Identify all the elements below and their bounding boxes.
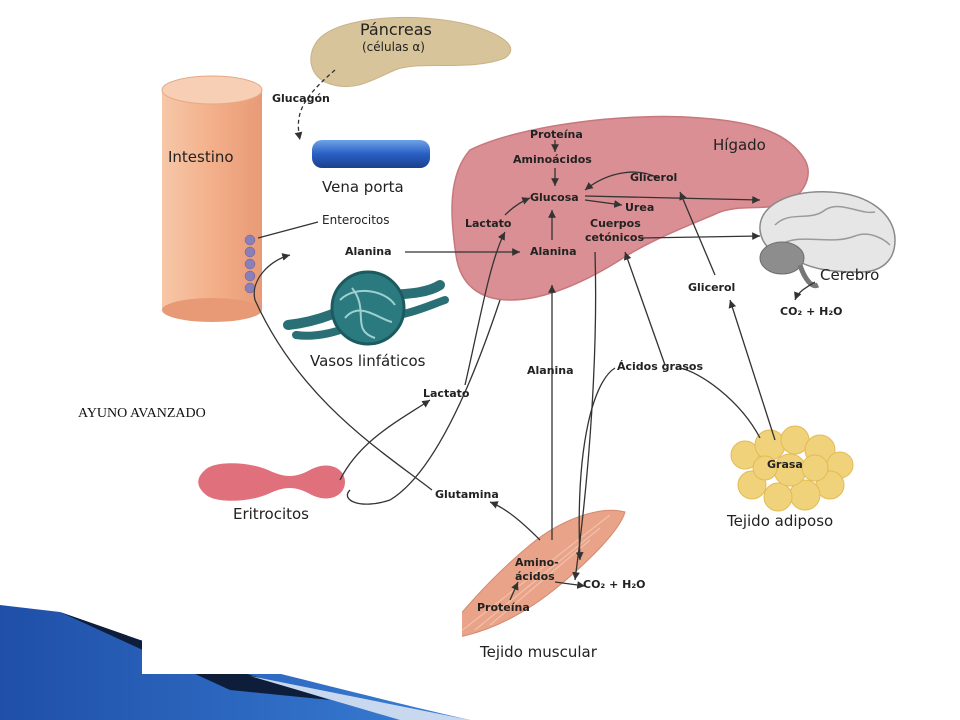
co2-muscle-label: CO₂ + H₂O	[583, 578, 646, 591]
amino-muscle-label-1: Amino-	[515, 556, 559, 569]
arrow-ketone-muscle	[572, 251, 597, 581]
protein-liver-label: Proteína	[530, 128, 583, 141]
arrow-fa-muscle	[575, 367, 616, 561]
arrow-glycerol-glucose	[584, 171, 659, 191]
ketone-label-1: Cuerpos	[590, 217, 641, 230]
pancreas-shape	[310, 16, 512, 88]
arrow-glucose-urea	[584, 199, 623, 208]
adipose-label: Tejido adiposo	[727, 512, 834, 530]
enterocytes-label: Enterocitos	[322, 213, 390, 227]
arrow-ery-loop	[346, 299, 501, 505]
slide-title: AYUNO AVANZADO	[78, 406, 206, 421]
lactate-mid-label: Lactato	[423, 387, 470, 400]
protein-muscle-label: Proteína	[477, 601, 530, 614]
portal-vein-shape	[312, 140, 430, 168]
line-enterocytes	[257, 221, 319, 239]
fatty-acids-label: Ácidos grasos	[617, 360, 703, 373]
lymph-vessels-shape	[283, 270, 449, 346]
arrow-lactate-liver	[464, 231, 506, 386]
urea-label: Urea	[625, 201, 655, 214]
arrow-aa-co2	[554, 581, 586, 589]
arrow-brain-co2	[794, 281, 816, 301]
glycerol-mid-label: Glicerol	[688, 281, 736, 294]
intestine-label: Intestino	[168, 148, 234, 166]
ketone-label-2: cetónicos	[585, 231, 645, 244]
aminoacids-liver-label: Aminoácidos	[513, 153, 592, 166]
brain-shape	[759, 191, 896, 289]
intestine-shape	[162, 90, 262, 310]
amino-muscle-label-2: ácidos	[515, 570, 555, 583]
arrow-adipose-glycerol	[728, 299, 776, 441]
fat-label: Grasa	[767, 458, 803, 471]
co2-brain-label: CO₂ + H₂O	[780, 305, 843, 318]
arrow-glutamine-intestine	[253, 253, 433, 491]
erythrocytes-shape	[198, 463, 345, 501]
portal-vein-label: Vena porta	[322, 178, 404, 196]
arrow-glucose-brain	[584, 195, 761, 204]
arrow-fa-ketone	[623, 251, 666, 366]
glucose-label: Glucosa	[530, 191, 579, 204]
line-adipose-fa	[679, 367, 761, 439]
pancreas-label: Páncreas	[360, 20, 432, 39]
liver-shape	[451, 115, 809, 301]
arrow-ketone-brain	[639, 232, 761, 241]
erythrocytes-label: Eritrocitos	[233, 505, 309, 523]
glucagon-label: Glucagón	[272, 92, 330, 105]
arrow-muscle-glutamine	[489, 501, 541, 541]
pancreas-cells-label: (células α)	[362, 40, 425, 54]
enterocytes-dots	[244, 234, 256, 294]
glutamine-label: Glutamina	[435, 488, 499, 501]
alanine-liver-label: Alanina	[530, 245, 577, 258]
arrow-ery-lactate	[339, 399, 431, 481]
glycerol-liver-label: Glicerol	[630, 171, 678, 184]
lymph-label: Vasos linfáticos	[310, 352, 426, 370]
adipose-shape	[730, 425, 854, 512]
slide-decor-white-block	[142, 612, 462, 674]
arrow-lactate-glucose	[504, 197, 531, 216]
alanine-mid-label: Alanina	[527, 364, 574, 377]
brain-label: Cerebro	[820, 266, 880, 284]
arrow-muscle-protein-aa	[509, 581, 519, 601]
arrow-glucagon	[294, 69, 336, 141]
muscle-label: Tejido muscular	[480, 643, 597, 661]
lactate-liver-label: Lactato	[465, 217, 512, 230]
alanine-intestine-label: Alanina	[345, 245, 392, 258]
liver-label: Hígado	[713, 136, 766, 154]
arrow-glycerol-liver	[679, 191, 716, 276]
